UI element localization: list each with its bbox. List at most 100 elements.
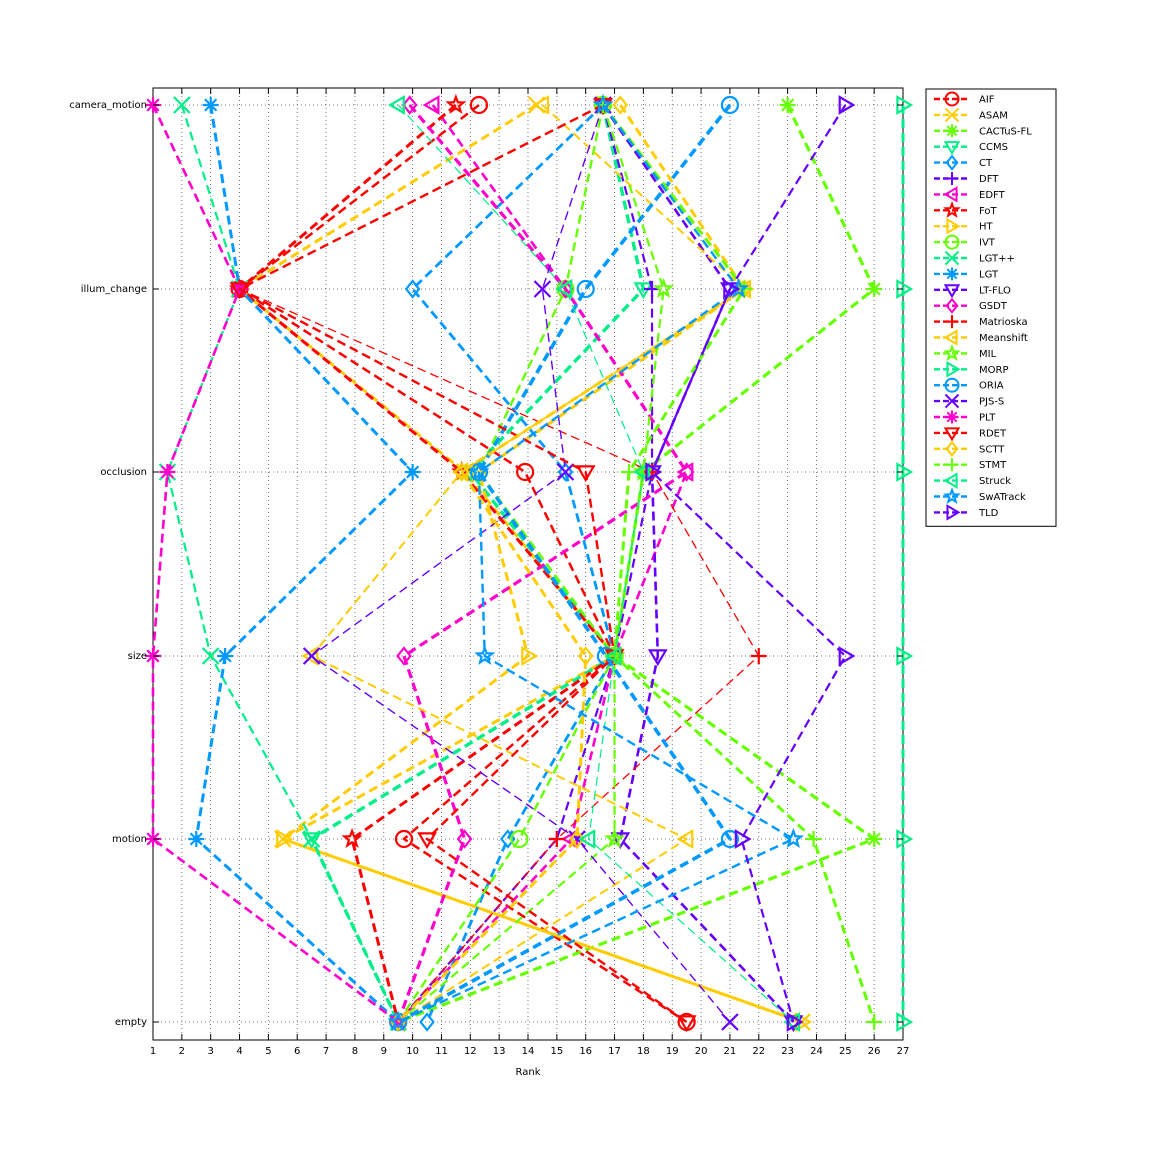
y-tick-label: size (128, 651, 147, 662)
legend-label: Matrioska (979, 317, 1028, 328)
legend-label: STMT (979, 460, 1007, 471)
x-tick-label: 2 (179, 1046, 185, 1057)
legend-label: GSDT (979, 301, 1008, 312)
series-line (281, 104, 803, 1024)
y-tick-label: illum_change (81, 284, 147, 295)
data-point (575, 465, 596, 483)
data-point (387, 1010, 409, 1032)
data-point (396, 646, 412, 666)
legend-entry: GSDT (934, 297, 1008, 314)
legend-label: SCTT (979, 444, 1005, 455)
x-tick-label: 7 (323, 1046, 329, 1057)
legend-label: DFT (979, 174, 999, 185)
data-point (159, 464, 176, 480)
legend-label: CCMS (979, 142, 1008, 153)
x-tick-label: 8 (352, 1046, 358, 1057)
y-tick-label: camera_motion (69, 100, 147, 111)
data-point (805, 831, 822, 847)
legend-entry: SCTT (934, 440, 1005, 457)
series-tld (645, 95, 856, 1032)
data-point (532, 95, 550, 115)
legend-label: AIF (979, 95, 995, 106)
data-point (453, 462, 470, 482)
data-point (838, 95, 856, 115)
series-line (238, 103, 617, 1023)
data-point (647, 649, 668, 667)
legend-marker (945, 124, 959, 138)
legend-marker (943, 344, 961, 361)
data-point (417, 832, 437, 850)
data-point (645, 462, 663, 482)
series-line (397, 104, 794, 1023)
data-point (422, 95, 440, 115)
data-point (603, 827, 626, 849)
series-line (397, 104, 795, 1024)
legend-label: HT (979, 222, 994, 233)
legend-marker (943, 472, 958, 489)
legend-marker (943, 427, 961, 442)
data-point (201, 647, 220, 665)
data-point (633, 462, 651, 482)
legend-marker (945, 440, 959, 457)
data-point (555, 279, 573, 299)
data-point (569, 829, 585, 849)
data-point (217, 648, 234, 664)
series-line (650, 104, 847, 1023)
x-tick-label: 10 (406, 1046, 419, 1057)
legend-marker (943, 186, 958, 203)
data-point (720, 829, 740, 849)
series-line (601, 104, 876, 1023)
data-point (510, 829, 529, 849)
legend-label: MORP (979, 365, 1008, 376)
legend-entry: MORP (934, 361, 1008, 378)
x-tick-label: 14 (522, 1046, 535, 1057)
legend-entry: DFT (934, 172, 999, 185)
series-line (238, 103, 688, 1023)
x-tick-label: 24 (810, 1046, 823, 1057)
legend-marker (944, 234, 960, 250)
data-point (302, 647, 321, 665)
data-point (576, 279, 595, 299)
legend-entry: PJS-S (934, 393, 1004, 409)
legend-marker (944, 377, 960, 393)
legend-entry: ASAM (934, 107, 1008, 123)
series-pjs-s (302, 96, 739, 1031)
data-point (750, 648, 767, 664)
legend-marker (945, 297, 959, 314)
series-line (396, 103, 689, 1023)
data-point (633, 282, 654, 300)
x-tick-label: 16 (579, 1046, 592, 1057)
x-tick-label: 26 (868, 1046, 881, 1057)
legend-marker (945, 154, 959, 171)
legend-entry: RDET (934, 427, 1007, 442)
data-point (782, 827, 804, 849)
legend-label: MIL (979, 349, 997, 360)
data-point (866, 281, 883, 297)
x-tick-label: 4 (236, 1046, 242, 1057)
x-tick-label: 9 (381, 1046, 387, 1057)
data-point (445, 93, 467, 115)
x-tick-label: 6 (294, 1046, 300, 1057)
legend-marker (944, 250, 960, 266)
legend-marker (944, 107, 960, 123)
x-tick-label: 25 (839, 1046, 852, 1057)
legend-marker (945, 172, 959, 185)
y-tick-label: occlusion (100, 467, 147, 478)
legend-label: SwATrack (979, 492, 1026, 503)
series-line (238, 104, 688, 1024)
legend-entry: SwATrack (934, 487, 1026, 505)
legend-entry: AIF (934, 91, 995, 107)
legend-label: Struck (979, 476, 1011, 487)
series-line (310, 104, 731, 1023)
data-point (652, 277, 675, 299)
legend-marker (943, 329, 958, 346)
legend-label: FoT (979, 206, 998, 217)
legend-entry: LGT (934, 267, 999, 281)
data-point (548, 831, 565, 847)
data-point (786, 1012, 804, 1032)
data-point (578, 829, 596, 849)
x-tick-label: 19 (666, 1046, 679, 1057)
data-point (404, 464, 421, 480)
data-point (604, 646, 622, 666)
legend-label: TLD (978, 508, 999, 519)
